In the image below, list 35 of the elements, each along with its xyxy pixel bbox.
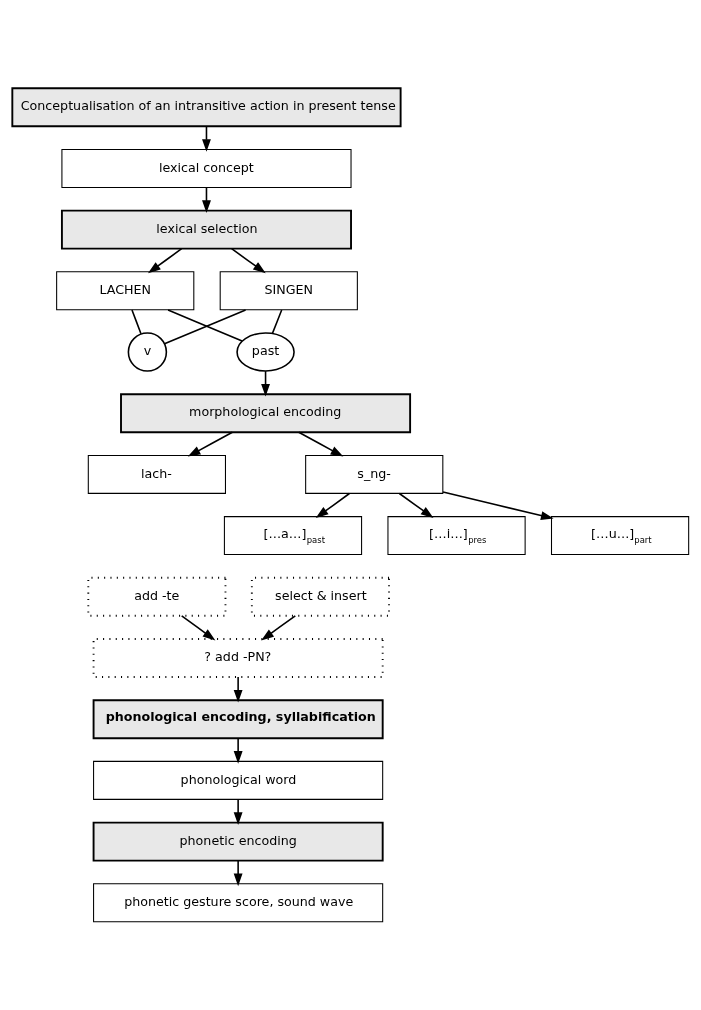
arrow [297,431,344,457]
arrow [233,798,243,825]
node-box: phonetic gesture score, sound wave [93,883,384,923]
node-box: phonological encoding, syllabification [92,699,384,740]
connector [131,309,142,335]
node-box: select & insert [250,576,390,617]
arrow [187,431,234,457]
arrow [261,615,297,641]
arrow [180,615,216,641]
node-box: phonological word [93,760,384,800]
node-box: add -te [87,576,227,617]
arrow [230,247,266,274]
node-box: […u…]$_{part}$ [550,516,690,556]
node-box: lexical selection [60,209,352,250]
node-box: SINGEN [219,271,358,311]
node-box: phonetic encoding [92,821,384,862]
connector [271,309,283,335]
arrow [315,492,351,518]
node-box: s_ng- [305,454,444,494]
node-box: Conceptualisation of an intransitive action in present tense [11,87,402,128]
node-box: lexical concept [61,148,352,188]
node-box: […a…]$_{past}$ [223,516,363,556]
arrow [442,491,554,520]
node-box: lach- [87,454,226,494]
arrow [233,676,243,703]
arrow [147,247,183,274]
node-box: […i…]$_{pres}$ [387,516,526,556]
node-ellipse: past [236,332,295,372]
arrow [233,859,243,887]
node-circle: v [127,332,168,372]
arrow [233,737,243,764]
node-box: LACHEN [56,271,195,311]
node-box: morphological encoding [120,393,412,434]
arrow [398,492,434,518]
node-box: ? add -PN? [92,638,384,678]
